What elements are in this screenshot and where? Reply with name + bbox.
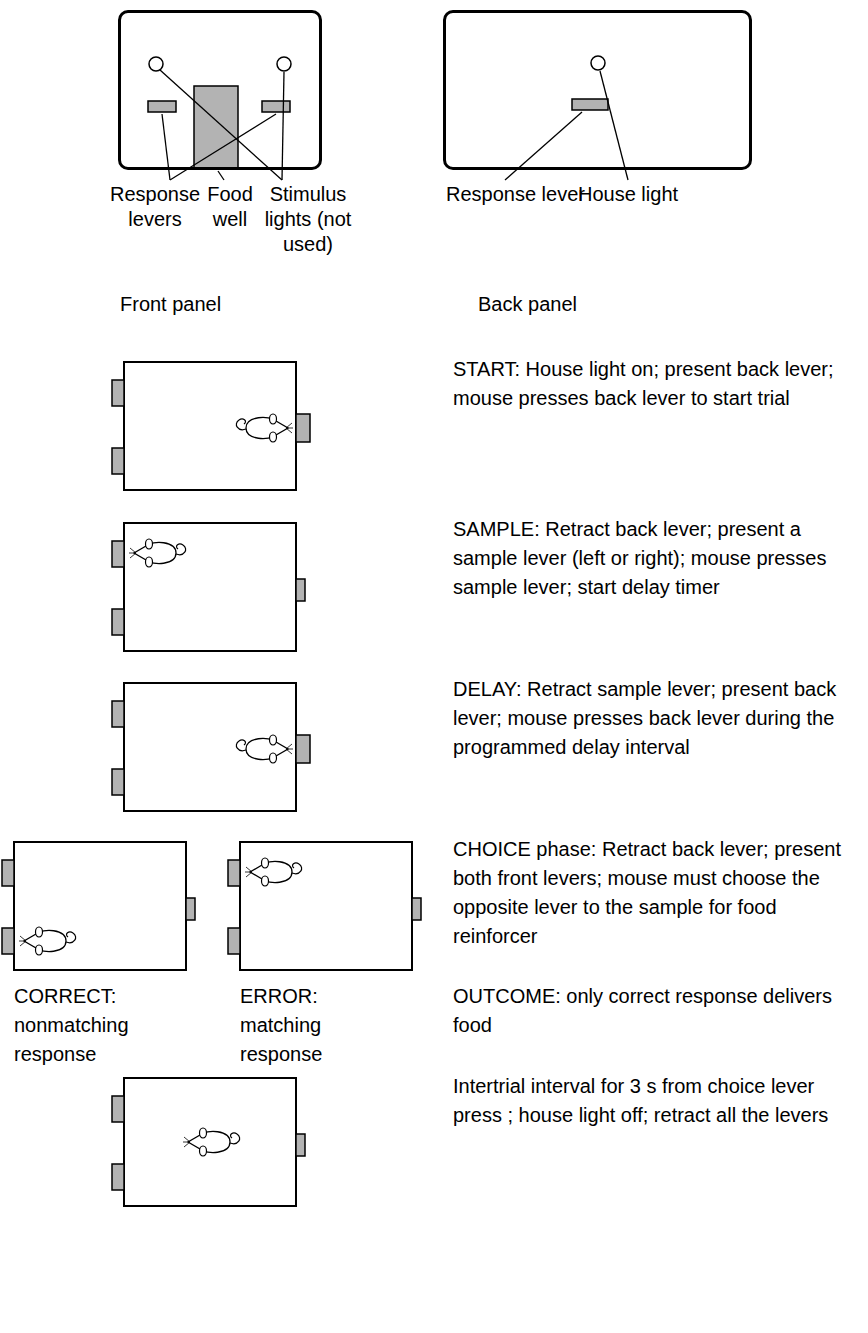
- step-description: SAMPLE: Retract back lever; present a sa…: [453, 515, 863, 602]
- part-label: Stimulus lights (not used): [256, 182, 360, 257]
- chamber-choice-error: [228, 842, 421, 970]
- chamber-sample: [112, 523, 305, 651]
- step-description: START: House light on; present back leve…: [453, 355, 863, 413]
- panel-heading: Front panel: [120, 292, 221, 317]
- step-description: OUTCOME: only correct response delivers …: [453, 982, 863, 1040]
- step-description: CORRECT: nonmatching response: [14, 982, 140, 1069]
- chamber-start: [112, 362, 310, 490]
- chamber-choice-correct: [2, 842, 195, 970]
- panel-box: Back panel: [443, 10, 752, 170]
- leader-lines: [160, 70, 628, 180]
- part-label: House light: [578, 182, 708, 207]
- chamber-delay: [112, 683, 310, 811]
- step-description: ERROR: matching response: [240, 982, 340, 1069]
- part-label: Response levers: [106, 182, 204, 232]
- step-description: DELAY: Retract sample lever; present bac…: [453, 675, 863, 762]
- step-description: CHOICE phase: Retract back lever; presen…: [453, 835, 863, 951]
- panel-box: Front panel: [118, 10, 322, 170]
- chamber-iti: [112, 1078, 305, 1206]
- front-panel-parts: [148, 57, 291, 168]
- step-description: Intertrial interval for 3 s from choice …: [453, 1072, 863, 1130]
- part-label: Food well: [204, 182, 256, 232]
- part-label: Response lever: [446, 182, 596, 207]
- panel-heading: Back panel: [478, 292, 577, 317]
